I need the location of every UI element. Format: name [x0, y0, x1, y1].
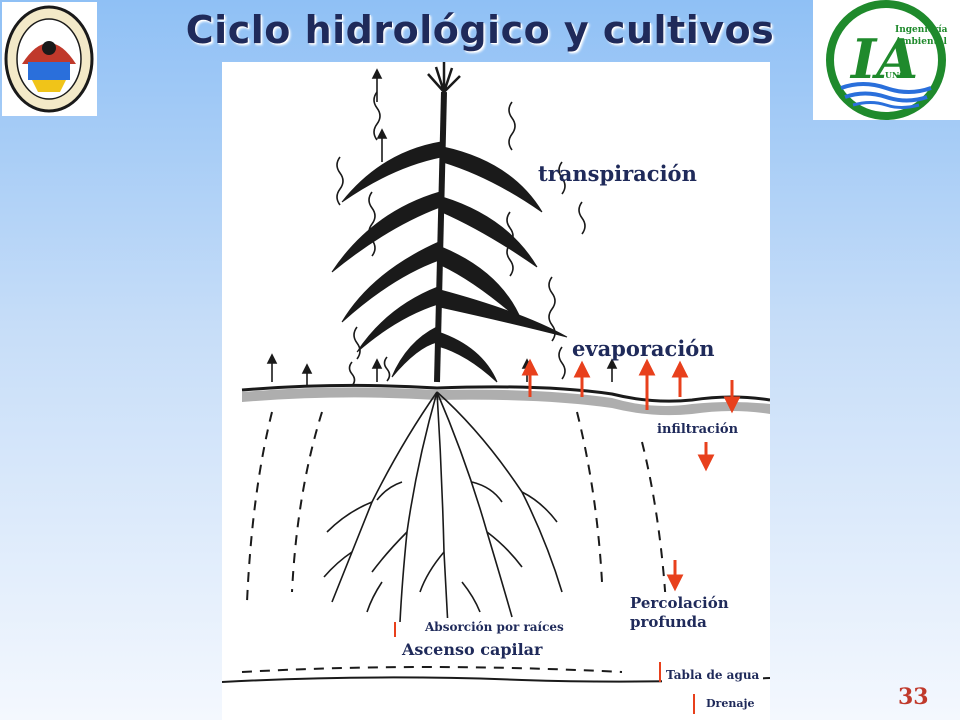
svg-text:Ingeniería: Ingeniería: [895, 24, 948, 35]
label-tabla-de-agua: Tabla de agua: [662, 666, 764, 684]
label-evaporacion: evaporación: [572, 336, 715, 361]
svg-text:Ambiental: Ambiental: [894, 37, 947, 47]
crop-water-cycle-diagram: transpiración evaporación infiltración P…: [222, 62, 770, 720]
ingenieria-ambiental-logo: IA Ingeniería Ambiental UNSA: [813, 0, 960, 120]
label-transpiracion: transpiración: [538, 161, 697, 186]
root-system: [323, 391, 563, 628]
university-seal-logo: [2, 2, 97, 116]
label-percolacion-profunda: Percolación profunda: [626, 592, 733, 634]
page-number: 33: [898, 684, 929, 710]
label-drenaje: Drenaje: [702, 695, 759, 712]
svg-text:UNSA: UNSA: [885, 70, 912, 80]
label-percolacion-line1: Percolación: [630, 594, 729, 612]
label-infiltracion: infiltración: [657, 422, 739, 437]
svg-text:IA: IA: [849, 27, 918, 91]
maize-plant: [331, 62, 568, 383]
diagram-illustration: [222, 62, 770, 714]
capillary-flow-lines: [241, 411, 668, 673]
label-percolacion-line2: profunda: [630, 613, 707, 631]
label-ascenso-capilar: Ascenso capilar: [398, 638, 547, 661]
label-absorcion-por-raices: Absorción por raíces: [421, 618, 568, 636]
slide-title: Ciclo hidrológico y cultivos: [185, 8, 775, 52]
red-flow-arrows: [394, 358, 741, 714]
soil-surface: [241, 383, 770, 416]
